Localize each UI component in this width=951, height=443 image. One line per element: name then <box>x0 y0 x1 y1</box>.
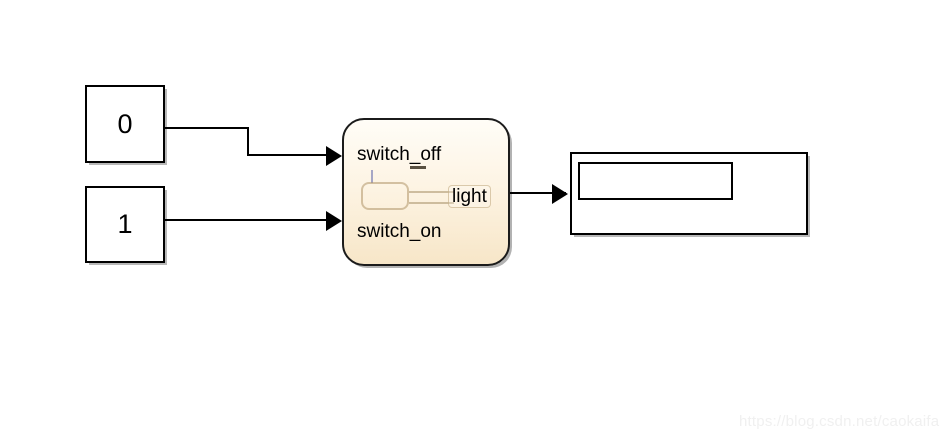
signal-constant0-segment-1[interactable] <box>165 127 249 129</box>
chart-output-label-light: light <box>448 185 491 208</box>
constant-block-1[interactable]: 1 <box>85 186 165 263</box>
display-block[interactable] <box>570 152 808 235</box>
signal-light-segment[interactable] <box>510 192 566 194</box>
stateflow-chart-block[interactable]: switch_off light switch_on <box>342 118 510 266</box>
signal-constant0-arrowhead <box>326 146 342 166</box>
chart-default-transition-icon <box>371 170 373 183</box>
signal-constant1-arrowhead <box>326 211 342 231</box>
watermark-text: https://blog.csdn.net/caokaifa <box>739 413 940 430</box>
signal-light-arrowhead <box>552 184 568 204</box>
constant-block-0[interactable]: 0 <box>85 85 165 163</box>
constant-block-1-value: 1 <box>117 209 133 239</box>
chart-input-label-switch-on: switch_on <box>357 221 442 242</box>
display-block-value-field <box>578 162 733 200</box>
chart-transition-icon-lower <box>409 202 454 204</box>
signal-constant1-segment-1[interactable] <box>165 219 332 221</box>
chart-input-label-switch-off: switch_off <box>357 144 442 165</box>
signal-constant0-segment-2[interactable] <box>247 154 332 156</box>
chart-state-icon <box>361 182 409 210</box>
signal-constant0-jog[interactable] <box>247 127 249 156</box>
constant-block-0-value: 0 <box>117 108 133 139</box>
chart-transition-icon-upper <box>409 191 454 193</box>
chart-junction-dash-icon <box>410 166 426 169</box>
